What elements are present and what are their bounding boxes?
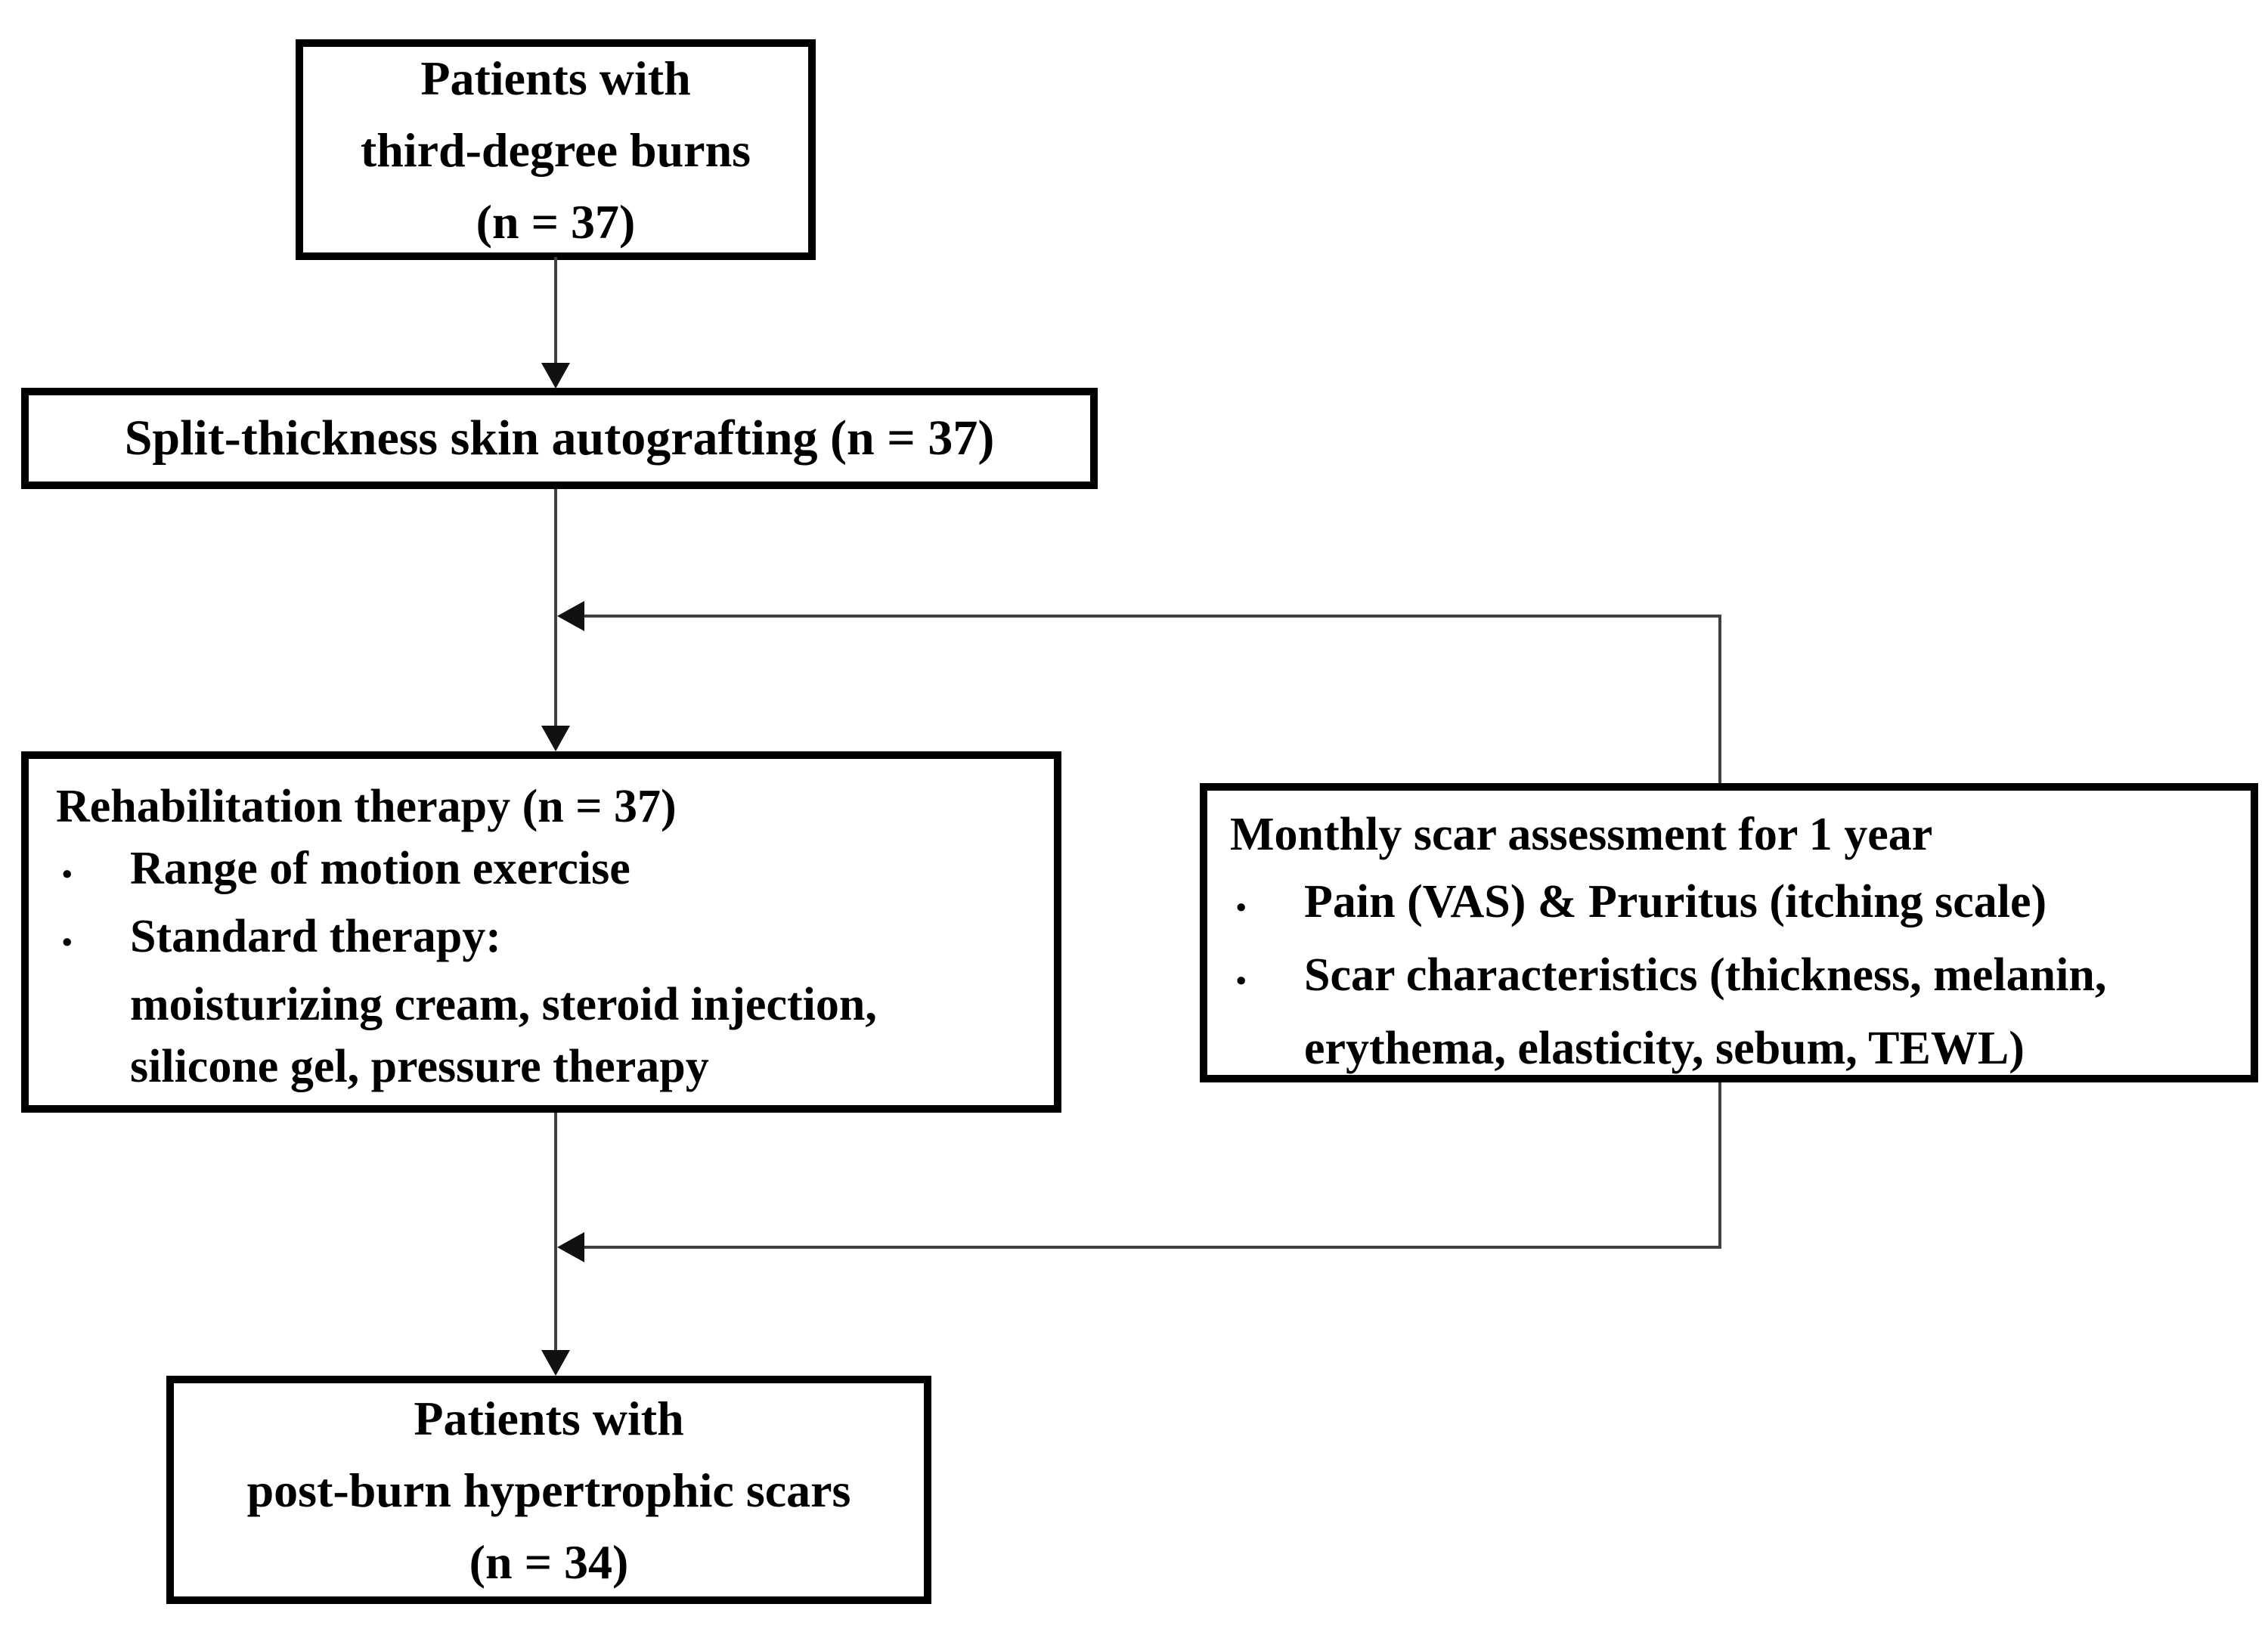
bullet-marker: •: [62, 927, 73, 958]
box-burn-patients: Patients with third-degree burns (n = 37…: [296, 39, 816, 260]
arrowhead-down-box5: [541, 1350, 570, 1376]
box-rehab-bullet-1-row: • Range of motion exercise: [56, 838, 1046, 906]
box-assessment-bullet-2-cont-1-row: erythema, elasticity, sebum, TEWL): [1230, 1015, 2243, 1082]
connector-box2-box3-line: [554, 489, 557, 728]
box-assessment-bullet-1-row: • Pain (VAS) & Pruritus (itching scale): [1230, 869, 2243, 942]
bullet-marker: •: [1236, 965, 1247, 997]
box-scar-patients-line-1: Patients with: [414, 1391, 684, 1445]
box-assessment-title: Monthly scar assessment for 1 year: [1230, 809, 1933, 860]
arrowhead-down-box2: [541, 363, 570, 389]
box-autografting-label: Split-thickness skin autografting (n = 3…: [124, 410, 995, 466]
box-burn-patients-line-2: third-degree burns: [360, 122, 751, 177]
box-autografting: Split-thickness skin autografting (n = 3…: [21, 388, 1098, 489]
feedback-lower-vertical-line: [1718, 1082, 1721, 1249]
box-rehab-title-row: Rehabilitation therapy (n = 37): [56, 776, 1046, 838]
box-rehab-bullet-2-cont-2: silicone gel, pressure therapy: [130, 1041, 709, 1092]
box-rehab: Rehabilitation therapy (n = 37) • Range …: [21, 751, 1061, 1113]
box-rehab-title: Rehabilitation therapy (n = 37): [56, 781, 677, 832]
feedback-upper-horizontal-line: [582, 615, 1721, 618]
box-scar-patients: Patients with post-burn hypertrophic sca…: [166, 1376, 931, 1604]
bullet-marker: •: [1236, 892, 1247, 924]
box-rehab-bullet-2: Standard therapy:: [130, 911, 501, 962]
box-assessment-title-row: Monthly scar assessment for 1 year: [1230, 801, 2243, 869]
box-assessment-bullet-2-row: • Scar characteristics (thickness, melan…: [1230, 942, 2243, 1015]
connector-box1-box2-line: [554, 257, 557, 367]
box-rehab-bullet-1: Range of motion exercise: [130, 843, 631, 894]
box-rehab-bullet-2-cont-2-row: silicone gel, pressure therapy: [56, 1036, 1046, 1098]
feedback-upper-vertical-line: [1718, 615, 1721, 785]
feedback-lower-horizontal-line: [582, 1246, 1721, 1249]
box-assessment-bullet-1: Pain (VAS) & Pruritus (itching scale): [1304, 876, 2047, 927]
box-scar-patients-line-3: (n = 34): [469, 1534, 629, 1589]
arrowhead-down-box3: [541, 726, 570, 751]
box-burn-patients-line-3: (n = 37): [476, 194, 636, 249]
connector-box3-box5-line: [554, 1113, 557, 1352]
arrowhead-left-lower: [557, 1232, 584, 1262]
box-burn-patients-line-1: Patients with: [420, 51, 691, 105]
arrowhead-left-upper: [557, 601, 584, 631]
box-rehab-bullet-2-row: • Standard therapy:: [56, 906, 1046, 974]
box-assessment: Monthly scar assessment for 1 year • Pai…: [1200, 783, 2258, 1082]
box-scar-patients-line-2: post-burn hypertrophic scars: [246, 1463, 851, 1517]
box-rehab-bullet-2-cont-1-row: moisturizing cream, steroid injection,: [56, 974, 1046, 1036]
bullet-marker: •: [62, 859, 73, 890]
box-assessment-bullet-2: Scar characteristics (thickness, melanin…: [1304, 949, 2107, 1001]
box-assessment-bullet-2-cont-1: erythema, elasticity, sebum, TEWL): [1304, 1023, 2025, 1074]
box-rehab-bullet-2-cont-1: moisturizing cream, steroid injection,: [130, 979, 877, 1030]
